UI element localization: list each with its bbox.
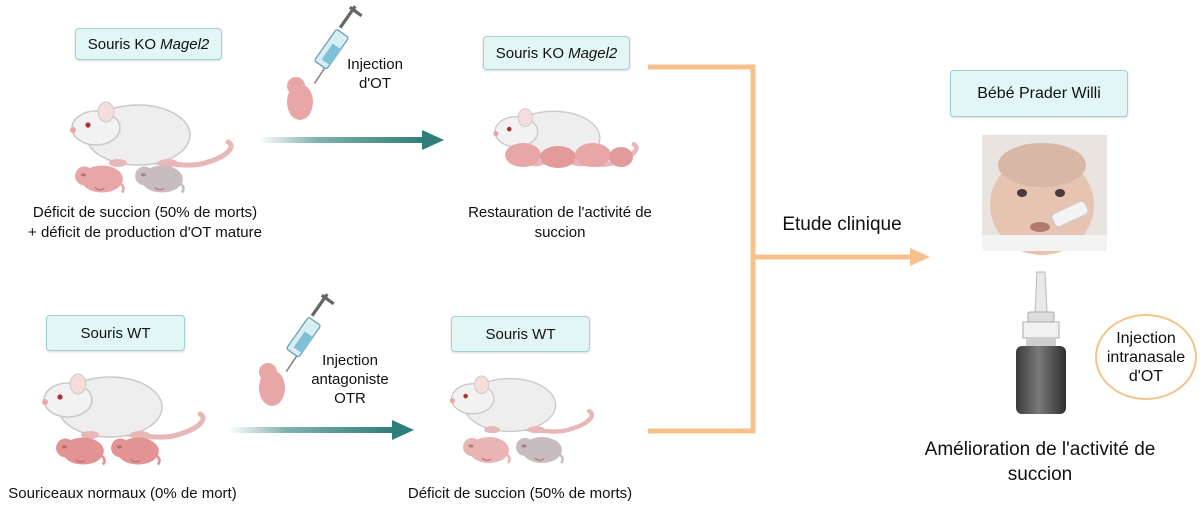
caption-line: + déficit de production d'OT mature — [28, 224, 262, 241]
gene-name: Magel2 — [160, 35, 210, 53]
injection-line: d'OT — [358, 75, 392, 92]
top-left-caption: Déficit de succion (50% de morts) + défi… — [0, 203, 290, 243]
label-text: Souris WT — [485, 325, 556, 343]
bottom-right-caption: Déficit de succion (50% de morts) — [407, 485, 633, 502]
nursing-pups-illustration — [505, 143, 633, 168]
label-bebe-prader-willi: Bébé Prader Willi — [950, 70, 1128, 117]
caption-line: succion — [1007, 464, 1073, 485]
baby-photo — [982, 135, 1107, 255]
etude-clinique-label: Etude clinique — [782, 214, 902, 235]
gene-name: Magel2 — [568, 44, 618, 62]
orange-bracket-arrow — [648, 64, 930, 434]
caption-line: Restauration de l'activité de — [468, 204, 652, 221]
caption-line: Déficit de succion (50% de morts) — [32, 204, 258, 221]
pup-pink-illustration — [74, 160, 126, 196]
injected-pup-illustration — [287, 77, 313, 120]
caption-line: succion — [534, 224, 586, 241]
pup-pink-illustration — [462, 432, 512, 466]
label-text: Souris WT — [80, 324, 151, 342]
injected-pup-illustration — [259, 363, 285, 406]
injection-line: OTR — [334, 390, 366, 407]
label-text: Bébé Prader Willi — [977, 84, 1101, 102]
injection-line: antagoniste — [311, 371, 389, 388]
injection-line: Injection — [347, 56, 403, 73]
teal-arrow-bottom — [228, 420, 414, 440]
injection-line: Injection — [322, 352, 378, 369]
injection-antagoniste-label: Injection antagoniste OTR — [300, 351, 400, 408]
patient-caption: Amélioration de l'activité de succion — [900, 437, 1180, 487]
teal-arrow-top — [258, 130, 444, 150]
caption-line: Amélioration de l'activité de — [924, 439, 1156, 460]
label-souris-ko-left: Souris KO Magel2 — [75, 28, 222, 60]
pup-pink-illustration — [110, 432, 162, 468]
bubble-line: intranasale — [1106, 348, 1186, 366]
label-text: Souris KO — [495, 44, 565, 62]
top-right-caption: Restauration de l'activité de succion — [430, 203, 690, 243]
pup-grey-illustration — [134, 160, 186, 196]
injection-ot-label: Injection d'OT — [330, 55, 420, 93]
bottom-left-caption: Souriceaux normaux (0% de mort) — [8, 485, 237, 502]
pup-pink-illustration — [55, 432, 107, 468]
label-souris-wt-right: Souris WT — [451, 316, 590, 352]
label-text: Souris KO — [87, 35, 157, 53]
label-souris-ko-right: Souris KO Magel2 — [483, 36, 630, 70]
label-souris-wt-left: Souris WT — [46, 315, 185, 351]
bubble-line: Injection — [1116, 329, 1176, 347]
injection-intranasale-bubble: Injection intranasale d'OT — [1095, 314, 1197, 400]
bubble-line: d'OT — [1128, 367, 1164, 385]
pup-grey-illustration — [515, 432, 565, 466]
nasal-spray-bottle-icon — [1016, 271, 1066, 414]
